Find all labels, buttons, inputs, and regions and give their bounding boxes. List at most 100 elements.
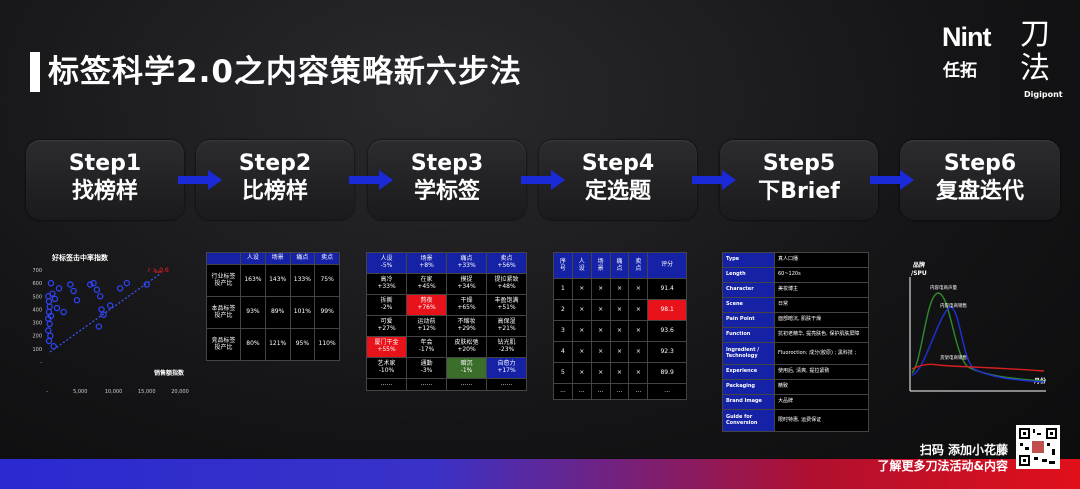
- scatter-point: [45, 298, 53, 305]
- logo-mark-line1: 刀: [1020, 17, 1050, 52]
- scatter-point: [96, 293, 104, 300]
- arrow-right-icon: [870, 170, 914, 190]
- table-cell: 4: [553, 341, 573, 363]
- column-header: 卖点: [628, 252, 649, 279]
- step-6-card[interactable]: Step6 复盘迭代: [900, 140, 1060, 220]
- table-cell: 本品标签投产比: [205, 296, 242, 329]
- table-row: 可爱+27%运动前+12%不缩妆+29%高保湿+21%: [366, 315, 527, 337]
- lines-ylabel-1: 品牌: [913, 261, 925, 269]
- table-cell: 在家+45%: [406, 273, 447, 295]
- review-line-chart: 品牌 /SPU 月份 内容电商声量 内容电商销售 货架电商销售: [909, 261, 1047, 392]
- scatter-point: [47, 332, 54, 339]
- table-cell: 厦门干金+55%: [366, 336, 407, 358]
- step-1-number: Step1: [68, 151, 142, 176]
- row-key: Brand Image: [722, 394, 775, 410]
- table-cell: 133%: [289, 264, 316, 297]
- title-accent-bar: [30, 52, 40, 92]
- table-cell: 自愈力+17%: [486, 357, 527, 379]
- footer-line1: 扫码 添加小花藤: [919, 443, 1008, 457]
- table-cell: 皮肤松弛+20%: [446, 336, 487, 358]
- table-cell: 163%: [240, 264, 266, 297]
- logo-mark-line2: 法: [1020, 51, 1050, 86]
- scatter-point: [73, 297, 81, 304]
- row-value: 使用后, 清爽, 提拉紧致: [774, 364, 869, 380]
- step-2-label: 比榜样: [241, 179, 308, 204]
- row-value: 面部暗沉, 肌肤干燥: [774, 312, 869, 328]
- scatter-x-tick: 15,000: [138, 389, 156, 395]
- scatter-y-tick: -: [40, 360, 42, 366]
- scatter-point: [49, 290, 56, 297]
- scatter-title: 好标签击中率指数: [51, 253, 109, 262]
- scatter-point: [116, 285, 124, 292]
- table-cell: ...: [609, 383, 630, 400]
- footer-line2: 了解更多刀法活动&内容: [877, 459, 1008, 473]
- step-1-card[interactable]: Step1 找榜样: [26, 140, 184, 220]
- step-4-number: Step4: [581, 151, 655, 176]
- column-header: 人设-5%: [366, 252, 407, 274]
- table-row: 4××××92.3: [553, 341, 687, 363]
- footer-text: 扫码 添加小花藤 了解更多刀法活动&内容: [878, 442, 1008, 474]
- scatter-point: [51, 295, 59, 303]
- qr-code-icon[interactable]: [1016, 425, 1060, 469]
- column-header: 痛点: [609, 252, 630, 279]
- lines-ylabel-2: /SPU: [911, 270, 927, 277]
- arrow-right-icon: [521, 170, 565, 190]
- step-2-number: Step2: [238, 151, 312, 176]
- table-cell: ×: [609, 320, 630, 342]
- scatter-x-tick: 5,000: [73, 389, 87, 395]
- arrow-right-icon: [692, 170, 736, 190]
- table-cell: 91.4: [647, 278, 687, 300]
- column-header: 场景: [590, 252, 611, 279]
- series-shelf-sales: [911, 363, 1045, 372]
- column-header: 卖点+56%: [486, 252, 527, 274]
- table-cell: 75%: [314, 264, 340, 297]
- table-cell: ×: [609, 341, 630, 363]
- table-cell: ×: [571, 362, 592, 384]
- table-header-row: 序号人设场景痛点卖点评分: [553, 252, 687, 279]
- table-cell: ×: [590, 320, 611, 342]
- row-value: 大品牌: [774, 394, 869, 410]
- scatter-point: [50, 343, 57, 350]
- scatter-x-tick: 10,000: [105, 389, 123, 395]
- table-row: 3××××93.6: [553, 320, 687, 342]
- step-3-card[interactable]: Step3 学标签: [368, 140, 526, 220]
- scatter-point: [45, 337, 53, 345]
- step-6-number: Step6: [943, 151, 1017, 176]
- table-cell: ×: [571, 299, 592, 321]
- step-5-card[interactable]: Step5 下Brief: [720, 140, 878, 220]
- scatter-point: [90, 279, 97, 287]
- row-value: 日常: [774, 297, 869, 313]
- table-row: 2××××98.1: [553, 299, 687, 321]
- table-cell: 不缩妆+29%: [446, 315, 487, 337]
- table-cell: 干燥+65%: [446, 294, 487, 316]
- scatter-y-tick: 600: [32, 281, 42, 287]
- row-key: Guide for Conversion: [722, 409, 775, 432]
- column-header: 场景+8%: [406, 252, 447, 274]
- table-cell: ......: [406, 378, 447, 391]
- scatter-point: [45, 327, 52, 334]
- table-cell: 93.6: [647, 320, 687, 342]
- column-header: 卖点: [314, 252, 340, 265]
- table-row: 高冷+33%在家+45%摸捉+34%提拉紧致+48%: [366, 273, 527, 295]
- row-value: 精致: [774, 379, 869, 395]
- step-3-number: Step3: [410, 151, 484, 176]
- scatter-point: [53, 304, 61, 312]
- logo-cn: 任拓: [943, 61, 977, 81]
- table-cell: 高保湿+21%: [486, 315, 527, 337]
- step-2-card[interactable]: Step2 比榜样: [196, 140, 354, 220]
- table-row: 1××××91.4: [553, 278, 687, 300]
- table-cell: ......: [446, 378, 487, 391]
- step-4-card[interactable]: Step4 定选题: [539, 140, 697, 220]
- table-cell: 摸捉+34%: [446, 273, 487, 295]
- legend-content-volume: 内容电商声量: [930, 284, 957, 291]
